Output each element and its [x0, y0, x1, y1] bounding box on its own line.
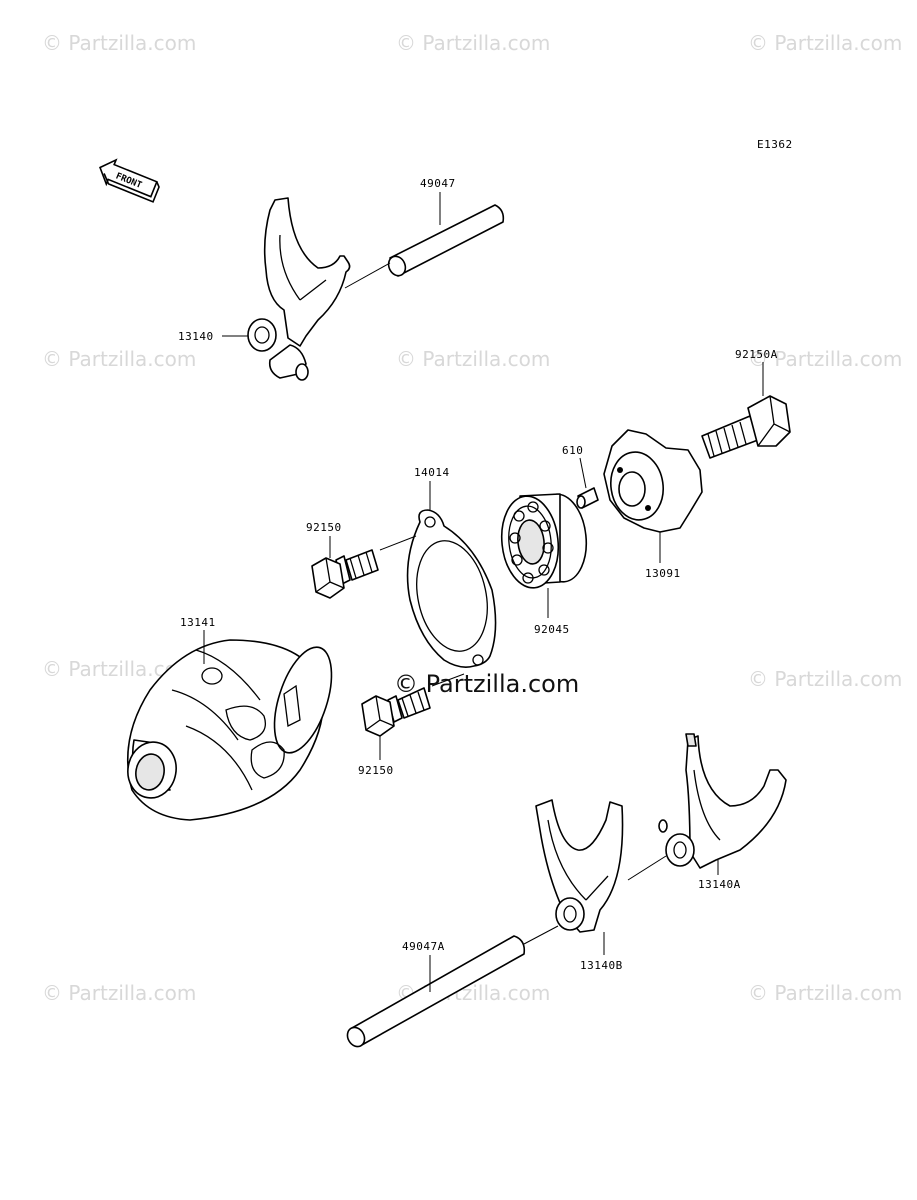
watermark: © Partzilla.com — [42, 31, 196, 55]
part-label-13140a: 13140A — [698, 878, 741, 891]
watermark-center: © Partzilla.com — [394, 670, 579, 698]
shift-fork-13140b — [535, 799, 624, 933]
part-label-13140b: 13140B — [580, 959, 623, 972]
shift-drum-13141 — [126, 639, 333, 821]
shift-fork-13140 — [247, 197, 351, 381]
watermark: © Partzilla.com — [748, 31, 902, 55]
bolt-92150a — [701, 395, 791, 459]
part-label-610: 610 — [562, 444, 583, 457]
part-label-13091: 13091 — [645, 567, 681, 580]
bolt-92150-top — [311, 549, 379, 599]
bearing-92045 — [500, 493, 588, 589]
part-label-13141: 13141 — [180, 616, 216, 629]
bolt-92150-bottom — [361, 687, 431, 737]
part-label-92045: 92045 — [534, 623, 570, 636]
watermark: © Partzilla.com — [396, 31, 550, 55]
watermark: © Partzilla.com — [42, 981, 196, 1005]
part-label-14014: 14014 — [414, 466, 450, 479]
shift-rod-49047 — [387, 204, 505, 277]
shift-rod-49047a — [346, 935, 526, 1048]
part-label-92150-bottom: 92150 — [358, 764, 394, 777]
watermark: © Partzilla.com — [748, 667, 902, 691]
part-label-92150a: 92150A — [735, 348, 778, 361]
part-label-92150-top: 92150 — [306, 521, 342, 534]
watermark: © Partzilla.com — [396, 347, 550, 371]
part-label-13140: 13140 — [178, 330, 214, 343]
watermark: © Partzilla.com — [42, 347, 196, 371]
shift-fork-13140a — [658, 733, 787, 869]
pin-610 — [576, 487, 599, 509]
watermark: © Partzilla.com — [748, 981, 902, 1005]
part-label-49047: 49047 — [420, 177, 456, 190]
part-label-49047a: 49047A — [402, 940, 445, 953]
drum-cam-13091 — [603, 429, 703, 533]
plate-14014 — [406, 509, 497, 668]
watermark-layer: © Partzilla.com © Partzilla.com © Partzi… — [42, 31, 902, 1005]
watermark: © Partzilla.com — [748, 347, 902, 371]
diagram-code: E1362 — [757, 138, 793, 151]
front-arrow-icon: FRONT — [99, 158, 160, 203]
